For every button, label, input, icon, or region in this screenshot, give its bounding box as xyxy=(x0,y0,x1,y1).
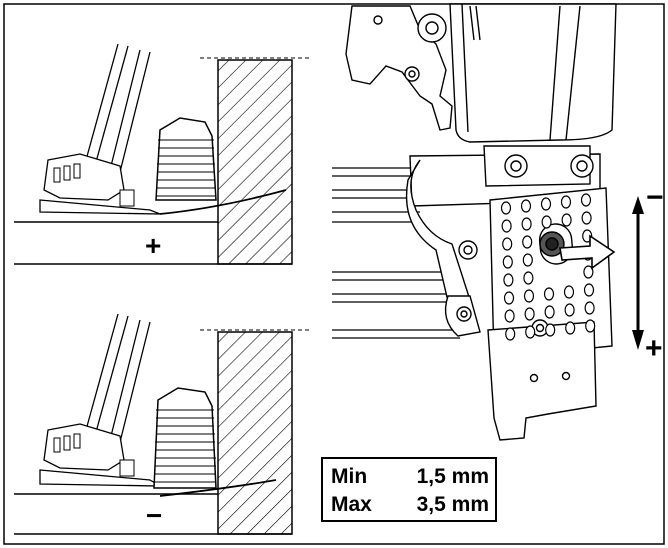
hollow-arrow-right xyxy=(559,234,616,270)
plate-hole xyxy=(500,201,512,215)
plate-hole xyxy=(502,237,513,251)
plate-hole xyxy=(585,319,596,333)
plate-hole xyxy=(584,301,595,315)
plate-hole xyxy=(522,235,533,249)
machine-mechanism xyxy=(332,3,617,441)
plate-hole xyxy=(541,215,552,229)
minus-sign-arrow-top: − xyxy=(646,181,664,214)
wall-hatch-top xyxy=(217,59,293,265)
plate-hole xyxy=(523,289,535,303)
plate-hole xyxy=(583,283,595,297)
plate-hole xyxy=(521,217,532,231)
plate-hole xyxy=(564,303,575,317)
spec-max-row: Max 3,5 mm xyxy=(331,491,495,519)
plate-hole xyxy=(544,305,555,319)
plate-hole xyxy=(502,255,513,269)
plus-sign-top-panel: + xyxy=(145,230,162,261)
plate-hole xyxy=(540,197,552,211)
spec-min-label: Min xyxy=(331,465,368,488)
plate-hole xyxy=(545,323,556,337)
minus-sign-bottom-panel: − xyxy=(146,500,163,531)
plate-hole xyxy=(561,213,572,227)
plate-hole xyxy=(505,327,516,341)
plate-hole xyxy=(580,193,592,207)
perforated-plate xyxy=(489,187,613,359)
wall-hatch-bottom xyxy=(217,331,293,535)
spec-max-value: 3,5 mm xyxy=(416,493,489,516)
plate-hole xyxy=(524,307,535,321)
plate-hole xyxy=(503,291,515,305)
plus-sign-arrow-bottom: + xyxy=(645,332,663,365)
bottom-detail-panel xyxy=(14,313,310,535)
top-detail-panel xyxy=(14,43,310,265)
spec-min-row: Min 1,5 mm xyxy=(331,463,495,491)
spec-min-value: 1,5 mm xyxy=(416,465,489,488)
double-arrow-vertical xyxy=(632,196,644,350)
plate-hole xyxy=(581,211,592,225)
plate-hole xyxy=(522,253,533,267)
plate-hole xyxy=(504,309,515,323)
plate-hole xyxy=(520,199,532,213)
plate-hole xyxy=(523,271,534,285)
plate-hole xyxy=(543,287,555,301)
plate-hole xyxy=(563,285,575,299)
plate-hole xyxy=(565,321,576,335)
plate-hole xyxy=(525,325,536,339)
spec-max-label: Max xyxy=(331,493,372,516)
plate-hole xyxy=(501,219,512,233)
gap-spec-box: Min 1,5 mm Max 3,5 mm xyxy=(321,457,497,522)
plate-hole xyxy=(560,195,572,209)
plate-hole xyxy=(583,265,594,279)
plate-hole xyxy=(503,273,514,287)
outer-frame xyxy=(3,3,665,545)
